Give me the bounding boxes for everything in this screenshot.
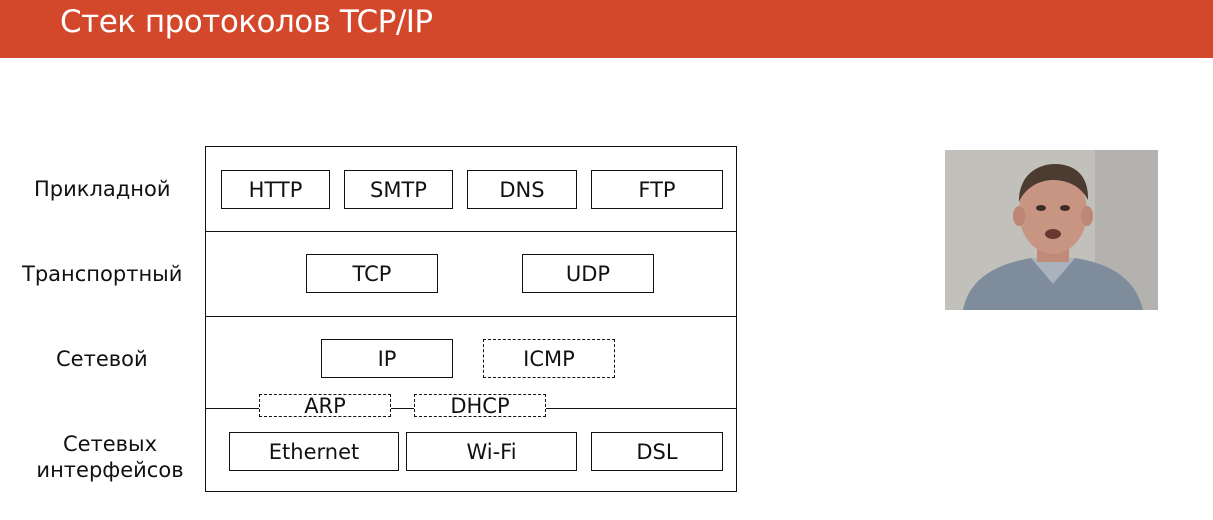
- layer-divider-2: [205, 316, 737, 317]
- protocol-box-ethernet: Ethernet: [229, 432, 399, 471]
- layer-label-link-line1: Сетевых: [62, 432, 158, 456]
- protocol-box-dsl: DSL: [591, 432, 723, 471]
- layer-divider-1: [205, 231, 737, 232]
- protocol-box-ip: IP: [321, 339, 453, 378]
- slide-title-bar: Стек протоколов TCP/IP: [0, 0, 1213, 58]
- protocol-box-tcp: TCP: [306, 254, 438, 293]
- protocol-box-dns: DNS: [467, 170, 577, 209]
- protocol-box-icmp: ICMP: [483, 339, 615, 378]
- protocol-box-ftp: FTP: [591, 170, 723, 209]
- layer-label-transport: Транспортный: [22, 262, 183, 286]
- protocol-box-arp: ARP: [259, 394, 391, 418]
- protocol-box-udp: UDP: [522, 254, 654, 293]
- protocol-box-http: HTTP: [221, 170, 330, 209]
- protocol-box-wifi: Wi-Fi: [406, 432, 577, 471]
- layer-label-application: Прикладной: [34, 177, 171, 201]
- layer-label-network: Сетевой: [56, 347, 148, 371]
- layer-label-link: Сетевых интерфейсов: [30, 431, 190, 483]
- presenter-image: [945, 150, 1158, 310]
- protocol-box-dhcp: DHCP: [414, 394, 546, 418]
- slide-title: Стек протоколов TCP/IP: [60, 4, 433, 40]
- layer-label-link-line2: интерфейсов: [36, 458, 184, 482]
- presenter-video: [945, 150, 1158, 310]
- protocol-box-smtp: SMTP: [344, 170, 453, 209]
- protocol-stack-diagram: [205, 146, 737, 492]
